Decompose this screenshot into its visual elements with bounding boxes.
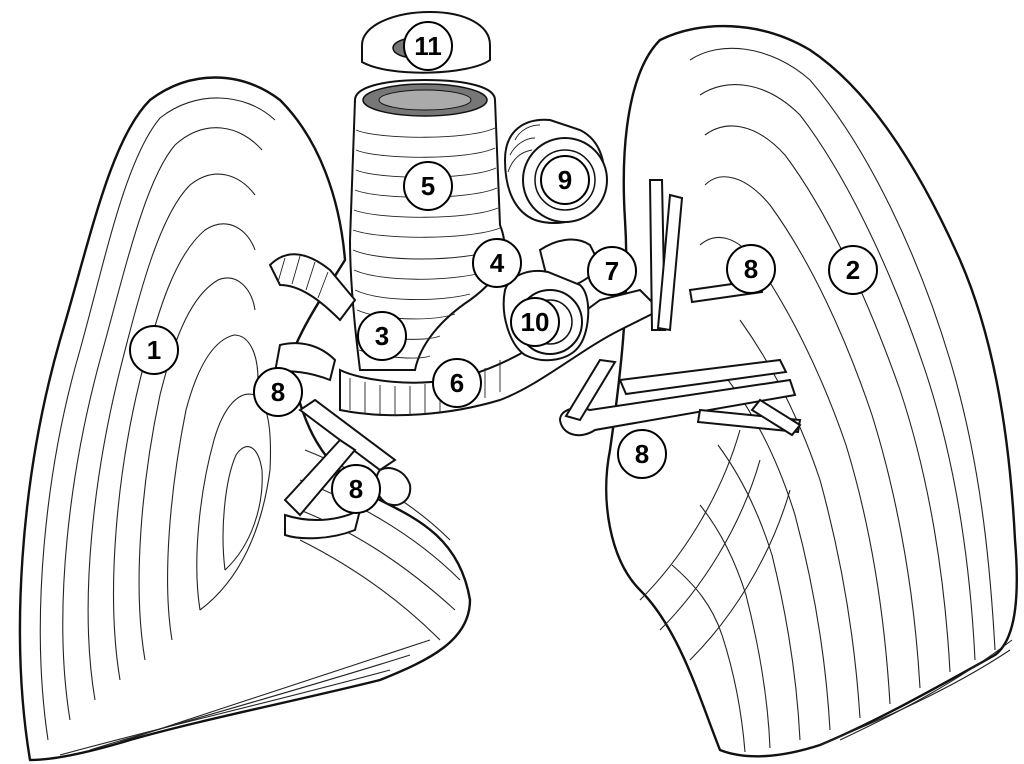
- label-11-text: 11: [414, 31, 442, 61]
- label-10-text: 10: [521, 307, 550, 337]
- label-6: 6: [433, 359, 481, 407]
- label-1-text: 1: [147, 335, 161, 365]
- label-5-text: 5: [421, 171, 435, 201]
- label-3: 3: [358, 312, 406, 360]
- left-lung: [606, 26, 1017, 756]
- label-5: 5: [404, 162, 452, 210]
- label-8-lower-right: 8: [618, 430, 666, 478]
- label-7: 7: [588, 247, 636, 295]
- label-4-text: 4: [490, 248, 505, 278]
- label-11: 11: [404, 22, 452, 70]
- label-8-lower-right-text: 8: [635, 439, 649, 469]
- label-2: 2: [829, 246, 877, 294]
- label-8-left: 8: [254, 368, 302, 416]
- label-9: 9: [541, 156, 589, 204]
- label-6-text: 6: [450, 368, 464, 398]
- label-8-left-text: 8: [271, 377, 285, 407]
- label-8-upper-right-text: 8: [744, 254, 758, 284]
- label-1: 1: [130, 326, 178, 374]
- label-9-text: 9: [558, 165, 572, 195]
- label-4: 4: [473, 239, 521, 287]
- label-2-text: 2: [846, 255, 860, 285]
- label-7-text: 7: [605, 256, 619, 286]
- label-3-text: 3: [375, 321, 389, 351]
- label-8-lower-left: 8: [332, 465, 380, 513]
- label-8-lower-left-text: 8: [349, 474, 363, 504]
- label-10: 10: [511, 298, 559, 346]
- label-8-upper-right: 8: [727, 245, 775, 293]
